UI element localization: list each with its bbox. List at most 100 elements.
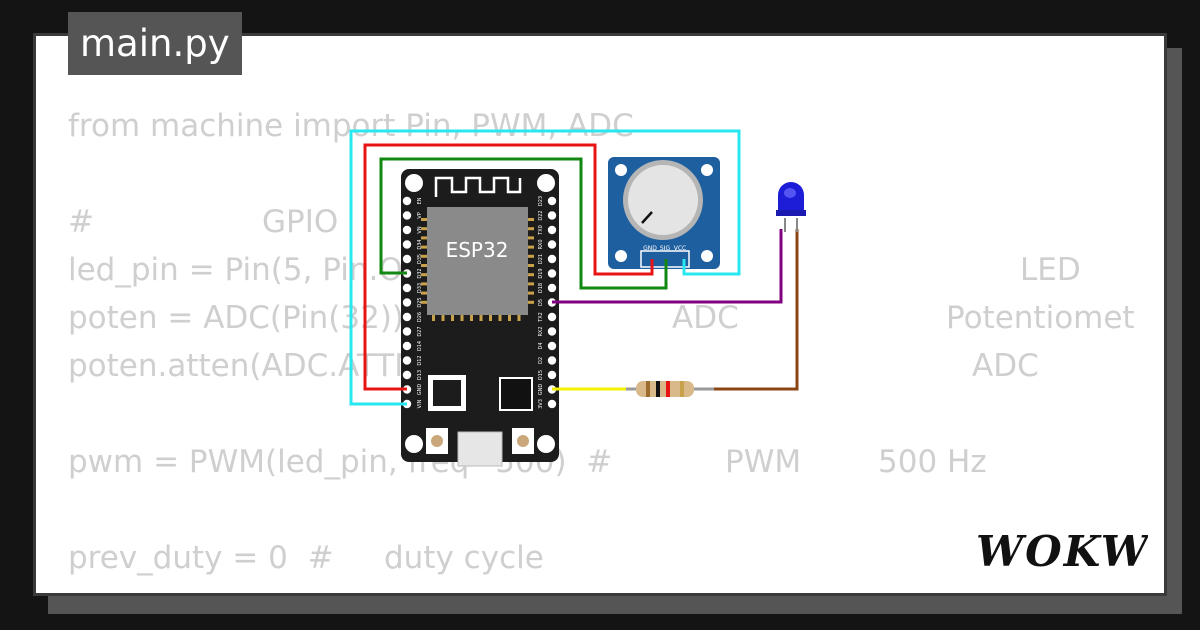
- module-pad: [528, 282, 534, 286]
- header-pin[interactable]: [402, 254, 412, 264]
- mount-hole: [701, 164, 713, 176]
- usb-chip: [499, 377, 533, 411]
- module-pad: [421, 282, 427, 286]
- header-pin-label: TX2: [538, 312, 544, 323]
- header-pin[interactable]: [547, 370, 557, 380]
- header-pin[interactable]: [402, 240, 412, 249]
- header-right: D23D22TX0RX0D21D19D18D5TX2RX2D4D2D15GND3…: [538, 196, 557, 409]
- header-pin[interactable]: [547, 341, 557, 351]
- header-pin[interactable]: [547, 225, 557, 235]
- module-pad: [421, 291, 427, 295]
- header-pin-label: D5: [538, 299, 544, 306]
- header-pin[interactable]: [402, 370, 412, 380]
- resistor-band: [666, 381, 670, 397]
- boot-button-cap: [431, 435, 443, 447]
- module-pad: [441, 315, 445, 321]
- header-pin[interactable]: [402, 211, 412, 220]
- header-pin[interactable]: [402, 283, 412, 293]
- code-line: GPIO: [262, 204, 339, 240]
- module-pad: [421, 254, 427, 258]
- pot-pin-label: GND: [643, 245, 657, 252]
- header-pin[interactable]: [547, 269, 557, 278]
- module-pad: [528, 236, 534, 240]
- header-pin-label: EN: [417, 197, 423, 204]
- header-pin-label: 3V3: [538, 399, 544, 409]
- wire-d5-led[interactable]: [552, 229, 783, 304]
- module-pad: [528, 273, 534, 277]
- header-pin[interactable]: [402, 341, 412, 351]
- wire-vin-vcc[interactable]: [349, 129, 741, 406]
- wokwi-logo-text: WOKWi: [976, 527, 1148, 576]
- header-pin-label: VP: [417, 212, 423, 218]
- header-pin[interactable]: [402, 312, 412, 322]
- header-pin-label: TX0: [538, 225, 544, 236]
- resistor-band: [680, 381, 684, 397]
- code-line: ADC: [972, 348, 1039, 384]
- header-pin-label: D35: [417, 254, 423, 264]
- led[interactable]: [776, 182, 806, 232]
- header-pin[interactable]: [547, 240, 557, 249]
- header-pin-label: D25: [417, 297, 423, 307]
- module-pins: [421, 218, 534, 321]
- header-pin[interactable]: [547, 356, 557, 365]
- module-pad: [421, 236, 427, 240]
- header-pin[interactable]: [547, 327, 557, 336]
- module-pad: [421, 273, 427, 277]
- led-highlight: [784, 188, 796, 198]
- header-pin[interactable]: [402, 327, 412, 336]
- header-pin-label: D22: [538, 210, 544, 220]
- header-pin[interactable]: [547, 312, 557, 322]
- mount-hole: [405, 435, 423, 453]
- code-line: ADC: [672, 300, 739, 336]
- pot-indicator: [641, 211, 653, 224]
- header-pin-label: D34: [417, 239, 423, 249]
- header-pin[interactable]: [547, 254, 557, 264]
- potentiometer[interactable]: GND SIG VCC: [608, 157, 720, 269]
- header-pin[interactable]: [402, 298, 412, 307]
- antenna-trace: [434, 176, 522, 197]
- header-pin-label: D19: [538, 268, 544, 278]
- pot-knob[interactable]: [628, 165, 698, 235]
- header-pin[interactable]: [402, 196, 412, 206]
- header-pin[interactable]: [547, 283, 557, 293]
- header-pin[interactable]: [402, 356, 412, 365]
- esp32-board[interactable]: ESP32 ENVPVND34D35D32D33D25D26D27D14D12D…: [401, 169, 559, 467]
- module-pad: [432, 315, 435, 321]
- header-pin-label: D26: [417, 312, 423, 322]
- header-pin-label: RX2: [538, 326, 544, 336]
- mount-hole: [537, 174, 555, 192]
- wire-gnd-pot[interactable]: [363, 143, 654, 391]
- module-pad: [528, 245, 534, 249]
- header-pin[interactable]: [547, 211, 557, 220]
- mount-hole: [405, 174, 423, 192]
- file-tab[interactable]: main.py: [68, 12, 242, 75]
- resistor-band: [646, 381, 650, 397]
- header-pin-label: D15: [538, 370, 544, 380]
- mount-hole: [537, 435, 555, 453]
- code-line: Potentiomet: [946, 300, 1135, 336]
- module-pad: [508, 315, 511, 321]
- header-pin-label: VN: [417, 226, 423, 233]
- module-pad: [460, 315, 464, 321]
- resistor-body: [636, 381, 694, 397]
- code-line: #: [68, 204, 94, 240]
- header-pin[interactable]: [402, 225, 412, 235]
- header-pin[interactable]: [547, 196, 557, 206]
- code-line: 500 Hz: [878, 444, 987, 480]
- wire-resistor-led[interactable]: [708, 229, 799, 391]
- header-pin-label: D32: [417, 268, 423, 278]
- wire-d32-sig[interactable]: [379, 157, 668, 290]
- mount-hole: [615, 250, 627, 262]
- module-pad: [470, 315, 473, 321]
- resistor[interactable]: [626, 381, 714, 397]
- resistor-band: [656, 381, 660, 397]
- header-pin-label: D13: [417, 370, 423, 380]
- header-pin-label: VIN: [417, 399, 423, 408]
- led-rim: [776, 210, 806, 216]
- module-pad: [479, 315, 483, 321]
- header-pin[interactable]: [547, 399, 557, 409]
- header-pin-label: D2: [538, 357, 544, 364]
- module-pad: [489, 315, 492, 321]
- usb-port: [457, 431, 503, 467]
